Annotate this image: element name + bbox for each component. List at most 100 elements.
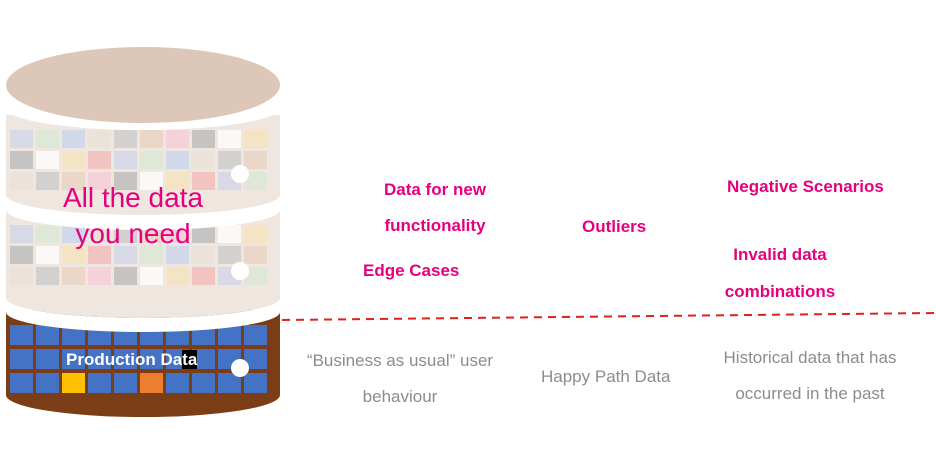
data-tile (10, 246, 33, 264)
data-tile (244, 130, 267, 148)
data-tile (244, 246, 267, 264)
data-tile (166, 172, 189, 190)
production-tile (244, 349, 267, 369)
data-tile (166, 130, 189, 148)
layer-dot (231, 359, 249, 377)
invalid-data-line1: Invalid data (733, 245, 827, 264)
production-tile (166, 373, 189, 393)
production-tile (62, 325, 85, 345)
business-line2: behaviour (362, 387, 438, 406)
data-tile (10, 267, 33, 285)
cylinder-top (6, 47, 280, 130)
production-tile (192, 373, 215, 393)
data-tile (218, 225, 241, 243)
negative-scenarios-label: Negative Scenarios (727, 177, 884, 196)
historical-line2: occurred in the past (735, 384, 885, 403)
data-for-new-line2: functionality (384, 216, 486, 235)
production-tile (244, 373, 267, 393)
data-for-new-line1: Data for new (383, 180, 487, 199)
data-tile (244, 267, 267, 285)
data-tile (62, 267, 85, 285)
production-data-label: Production Data (66, 350, 198, 370)
data-tile (244, 151, 267, 169)
data-for-new-functionality-label: Data for new functionality (360, 172, 510, 244)
data-tile (10, 172, 33, 190)
production-tile (10, 349, 33, 369)
data-tile (36, 130, 59, 148)
data-tile (140, 246, 163, 264)
historical-data-label: Historical data that has occurred in the… (700, 340, 920, 412)
data-tile (140, 267, 163, 285)
production-data-label-highlight: ta (182, 350, 198, 369)
edge-cases-label: Edge Cases (363, 261, 460, 280)
middle-layer (6, 208, 280, 318)
data-tile (88, 225, 111, 243)
ring-separator (6, 298, 280, 332)
data-tile (192, 225, 215, 243)
data-tile (140, 151, 163, 169)
production-tile (36, 325, 59, 345)
historical-line1: Historical data that has (723, 348, 897, 367)
all-data-label-line1: All the data (62, 182, 204, 213)
business-line1: “Business as usual” user (306, 351, 494, 370)
data-tile (218, 246, 241, 264)
data-tile (88, 267, 111, 285)
production-tile (140, 349, 163, 369)
production-tile (10, 373, 33, 393)
data-tile (88, 130, 111, 148)
data-tile (10, 151, 33, 169)
production-tile (62, 373, 85, 393)
data-tile (88, 172, 111, 190)
production-tile (114, 349, 137, 369)
data-tile (166, 151, 189, 169)
data-tile (166, 246, 189, 264)
data-tile (36, 225, 59, 243)
production-tile (114, 373, 137, 393)
invalid-data-combinations-label: Invalid data combinations (705, 236, 855, 310)
data-tile (36, 246, 59, 264)
data-tile (88, 151, 111, 169)
data-tile (192, 130, 215, 148)
data-tile (36, 267, 59, 285)
data-tile (244, 172, 267, 190)
middle-tiles (10, 225, 267, 285)
data-tile (114, 267, 137, 285)
ring-separator (6, 195, 280, 230)
data-tile (114, 151, 137, 169)
data-tile (192, 246, 215, 264)
data-tile (114, 130, 137, 148)
data-tile (166, 267, 189, 285)
data-tile (192, 172, 215, 190)
upper-layer (6, 115, 280, 215)
production-data-label-text: Production Da (66, 350, 183, 369)
data-tile (114, 246, 137, 264)
production-tile (36, 349, 59, 369)
production-tile (62, 349, 85, 369)
data-tile (10, 225, 33, 243)
production-tile (192, 349, 215, 369)
production-tile (10, 325, 33, 345)
business-as-usual-label: “Business as usual” user behaviour (290, 343, 510, 415)
production-tile (218, 325, 241, 345)
upper-tiles (10, 130, 267, 190)
all-data-label-line2: you need (75, 218, 191, 249)
data-tile (62, 151, 85, 169)
production-tile (218, 373, 241, 393)
data-tile (36, 151, 59, 169)
all-data-label: All the data you need (28, 180, 238, 252)
data-tile (62, 246, 85, 264)
data-tile (192, 267, 215, 285)
happy-path-data-label: Happy Path Data (541, 367, 671, 386)
invalid-data-line2: combinations (724, 282, 836, 301)
data-tile (62, 172, 85, 190)
data-tile (244, 225, 267, 243)
data-tile (36, 172, 59, 190)
data-tile (62, 225, 85, 243)
production-divider-line (281, 312, 935, 321)
data-tile (192, 151, 215, 169)
data-tile (218, 151, 241, 169)
data-tile (62, 130, 85, 148)
production-tile (140, 373, 163, 393)
data-tile (10, 130, 33, 148)
